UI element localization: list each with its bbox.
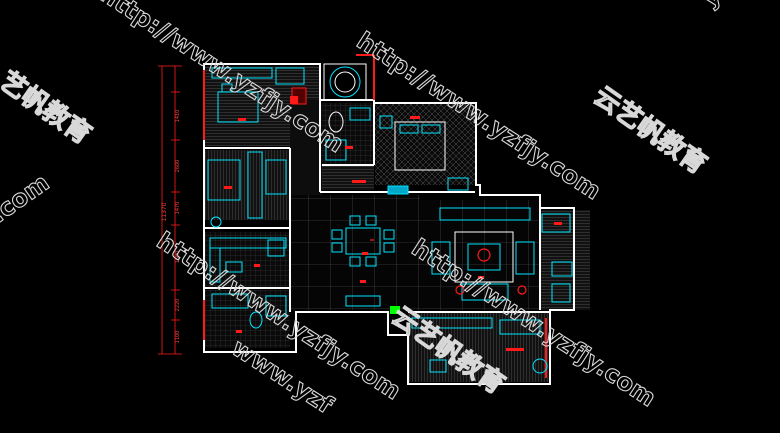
dining-chair <box>365 256 377 267</box>
balcony-table <box>551 283 571 303</box>
nightstand-2 <box>379 115 393 129</box>
armchair-r <box>515 241 535 275</box>
desk <box>275 67 305 85</box>
dimension-segment: 1470 <box>175 202 181 215</box>
pillow <box>421 124 441 134</box>
accent-details <box>224 96 562 351</box>
bookshelf <box>411 317 493 329</box>
dimension-segment: 2220 <box>175 299 181 312</box>
dimension-segment: 1100 <box>175 331 181 344</box>
bed-1 <box>217 91 259 123</box>
accent-outlines <box>370 239 527 295</box>
tv-console <box>387 185 409 195</box>
wardrobe <box>211 67 273 79</box>
dimension-total: 11370 <box>161 202 168 221</box>
wall-accents <box>203 54 547 378</box>
kitchen-floor <box>205 232 290 287</box>
sofa <box>454 231 514 283</box>
vanity-2 <box>349 107 371 121</box>
fridge <box>267 239 285 257</box>
balcony-chair <box>551 261 573 277</box>
tv-wall <box>439 207 531 221</box>
dimension-segment: 2600 <box>175 160 181 173</box>
watermark-brand: 云艺帆教育 <box>588 80 712 180</box>
shower <box>265 295 287 317</box>
bed-2 <box>207 159 241 201</box>
coffee-table <box>467 243 501 271</box>
pillow <box>399 124 419 134</box>
watermark-brand: 艺帆教育 <box>0 65 97 150</box>
dining-chair <box>331 242 343 253</box>
wardrobe-2 <box>247 151 263 219</box>
balcony-counter <box>541 213 571 233</box>
plant <box>210 216 222 228</box>
desk-2 <box>265 159 287 195</box>
round-bay-window <box>323 63 367 101</box>
room-floors <box>205 66 590 382</box>
entry-marker <box>390 306 400 314</box>
toilet <box>249 311 263 329</box>
dining-chair <box>383 242 395 253</box>
corridor-floor <box>290 100 322 195</box>
shower-2 <box>325 139 347 161</box>
armchair <box>447 177 469 191</box>
armchair-l <box>431 241 451 275</box>
balcony-floor <box>540 210 590 310</box>
watermark-fragment: yzfjy <box>697 0 766 13</box>
bathtub <box>328 111 344 133</box>
master-bath-floor <box>322 103 374 165</box>
sideboard <box>345 295 381 307</box>
desk-3 <box>499 319 541 335</box>
dining-chair <box>349 215 361 226</box>
closet-floor <box>322 165 374 190</box>
study-floor <box>408 312 550 382</box>
furniture <box>207 67 573 374</box>
dining-chair <box>349 256 361 267</box>
counter-side <box>209 247 221 283</box>
master-bed <box>394 121 446 171</box>
sofa-bottom <box>461 283 509 301</box>
dimension-chain <box>158 65 182 355</box>
counter <box>209 237 287 249</box>
dining-chair <box>365 215 377 226</box>
dining-chair <box>331 229 343 240</box>
dimension-segment: 1410 <box>175 110 181 123</box>
dimension-segment: 1690 <box>175 251 181 264</box>
nightstand <box>221 83 233 93</box>
vanity <box>211 293 249 309</box>
dining-floor <box>290 195 420 310</box>
sink <box>225 261 243 273</box>
walls <box>203 63 575 385</box>
dining-chair <box>383 229 395 240</box>
study-chair <box>429 359 447 373</box>
watermark-fragment: zfjy.com <box>0 168 54 255</box>
plant-2 <box>532 358 548 374</box>
